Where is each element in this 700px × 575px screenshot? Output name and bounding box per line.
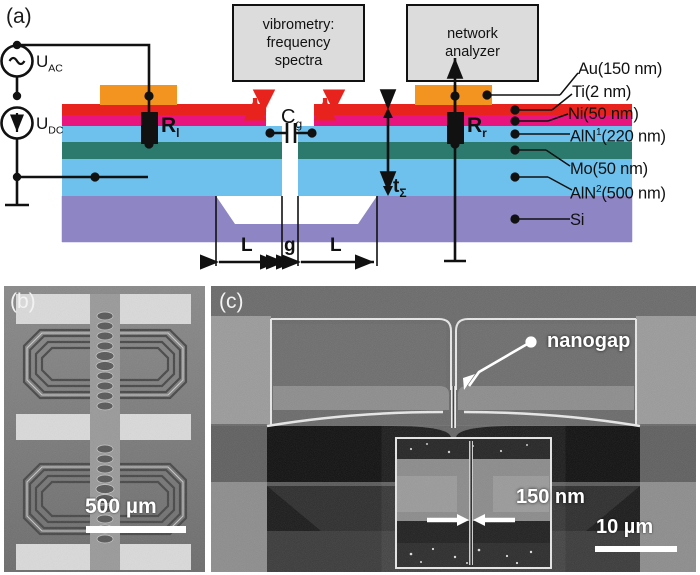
right-resistor-label: Rr [467, 114, 487, 141]
layer-label-si: Si [570, 211, 585, 229]
layer-label-mo: Mo(50 nm) [570, 160, 648, 178]
dimension-label-gap: g [284, 235, 296, 256]
layer-label-aln1: AlN1(220 nm) [570, 127, 666, 146]
layer-label-aln2: AlN2(500 nm) [570, 184, 666, 203]
layer-leader-dots [482, 90, 520, 224]
aln1-superscript: 1 [596, 127, 602, 138]
layer-ti [62, 104, 632, 115]
dc-source-label: UDC [36, 114, 64, 137]
panel-b-letter: (b) [10, 290, 36, 313]
vibrometry-line-1: vibrometry: [262, 16, 335, 33]
vibration-arrows-right [313, 89, 346, 121]
panel-a-letter: (a) [6, 5, 32, 28]
layer-label-au: Au(150 nm) [578, 60, 663, 78]
network-analyzer-line-2: analyzer [445, 44, 500, 60]
panel-b-image [4, 286, 205, 572]
dimension-label-length-right: L [330, 235, 342, 256]
inset-dimension-label: 150 nm [516, 486, 585, 508]
vibration-arrows-left [243, 89, 276, 121]
instrument-box-network-analyzer: network analyzer [406, 4, 539, 82]
right-resistor-symbol [447, 112, 464, 144]
instrument-box-vibrometry: vibrometry: frequency spectra [232, 4, 365, 82]
panel-b-scale-label: 500 µm [85, 495, 157, 518]
total-thickness-label: tΣ [393, 176, 407, 200]
gap-capacitor-label: Cg [281, 106, 303, 131]
layer-label-ti: Ti(2 nm) [572, 83, 632, 101]
network-analyzer-line-1: network [447, 25, 498, 42]
layer-ni [62, 115, 632, 126]
nanogap-callout-line [463, 336, 537, 390]
left-resistor-label: Rl [161, 114, 180, 141]
nanogap-callout-label: nanogap [547, 330, 631, 352]
vibrometry-line-3: spectra [274, 53, 323, 70]
ac-source-label: UAC [36, 52, 63, 75]
panel-a-schematic: (a) vibrometry: frequency spectra networ… [0, 0, 700, 282]
layer-au-left-pad [100, 85, 177, 105]
aln2-superscript: 2 [596, 184, 602, 195]
panel-b-scale-bar [86, 526, 186, 533]
notch-right [298, 104, 314, 126]
dimension-label-length-left: L [241, 235, 253, 256]
panel-c-letter: (c) [219, 290, 244, 313]
layer-aln1 [62, 126, 632, 142]
notch-left [266, 104, 282, 126]
left-resistor-symbol [141, 112, 158, 144]
panel-c-sem-nanogap: (c) nanogap 150 nm 10 µm [211, 286, 696, 572]
panel-c-scale-bar [595, 546, 677, 552]
layer-label-ni: Ni(50 nm) [568, 105, 639, 123]
layer-mo [62, 142, 632, 159]
panel-c-image [211, 286, 696, 572]
layer-leader-lines [487, 72, 579, 220]
dc-source-symbol [0, 106, 34, 140]
panel-c-scale-label: 10 µm [596, 516, 654, 538]
ac-source-symbol [0, 44, 34, 78]
si-trench-void [216, 196, 377, 224]
panel-b-sem-overview: (b) 500 µm [4, 286, 205, 572]
gap-capacitor-symbol [265, 123, 317, 143]
vibrometry-line-2: frequency [266, 34, 331, 51]
panel-a-drawing [0, 40, 633, 270]
panel-c-inset [395, 437, 552, 569]
